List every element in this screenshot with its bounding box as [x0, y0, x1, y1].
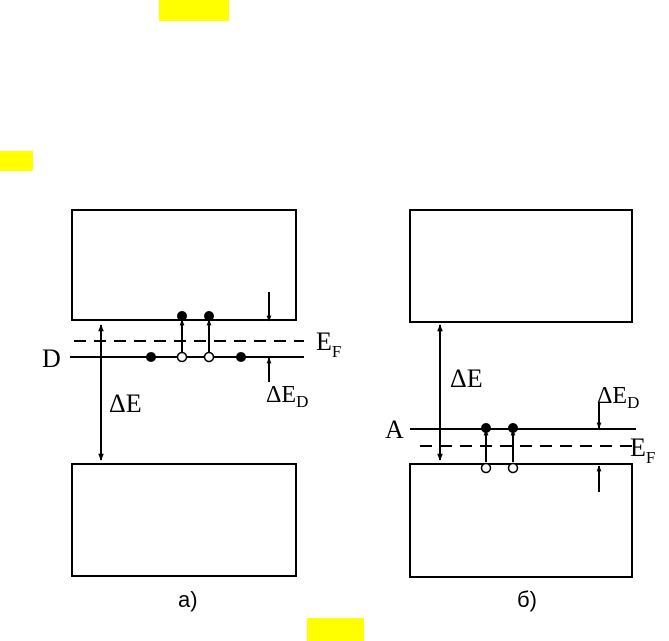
hole-b1	[480, 462, 492, 474]
hole-b2	[507, 462, 519, 474]
highlight-mark-bottom	[307, 618, 364, 641]
ionized-donor-a1	[176, 351, 188, 363]
electron-dot-a3	[146, 352, 156, 362]
conduction-band-a	[71, 209, 297, 321]
fermi-label-a: EF	[316, 327, 341, 361]
conduction-band-b	[409, 209, 633, 323]
valence-band-b	[409, 463, 633, 578]
valence-band-a	[71, 463, 297, 577]
highlight-mark-top	[159, 0, 229, 21]
electron-dot-b1	[481, 423, 491, 433]
electron-dot-a1	[177, 311, 187, 321]
electron-dot-b2	[508, 423, 518, 433]
electron-dot-a4	[236, 352, 246, 362]
gap-label-a: ΔE	[109, 389, 142, 418]
delta-ed-label-b: ΔED	[597, 383, 639, 412]
donor-level-label: D	[42, 344, 61, 373]
gap-label-b: ΔE	[450, 364, 483, 393]
acceptor-level-label: A	[385, 415, 404, 444]
fermi-label-b: EF	[630, 433, 655, 467]
caption-b: б)	[517, 587, 537, 612]
ionized-donor-a2	[203, 351, 215, 363]
panel-b	[409, 209, 636, 578]
electron-dot-a2	[204, 311, 214, 321]
caption-a: а)	[178, 587, 198, 612]
delta-ed-label-a: ΔED	[266, 382, 308, 411]
highlight-mark-left	[0, 151, 33, 171]
